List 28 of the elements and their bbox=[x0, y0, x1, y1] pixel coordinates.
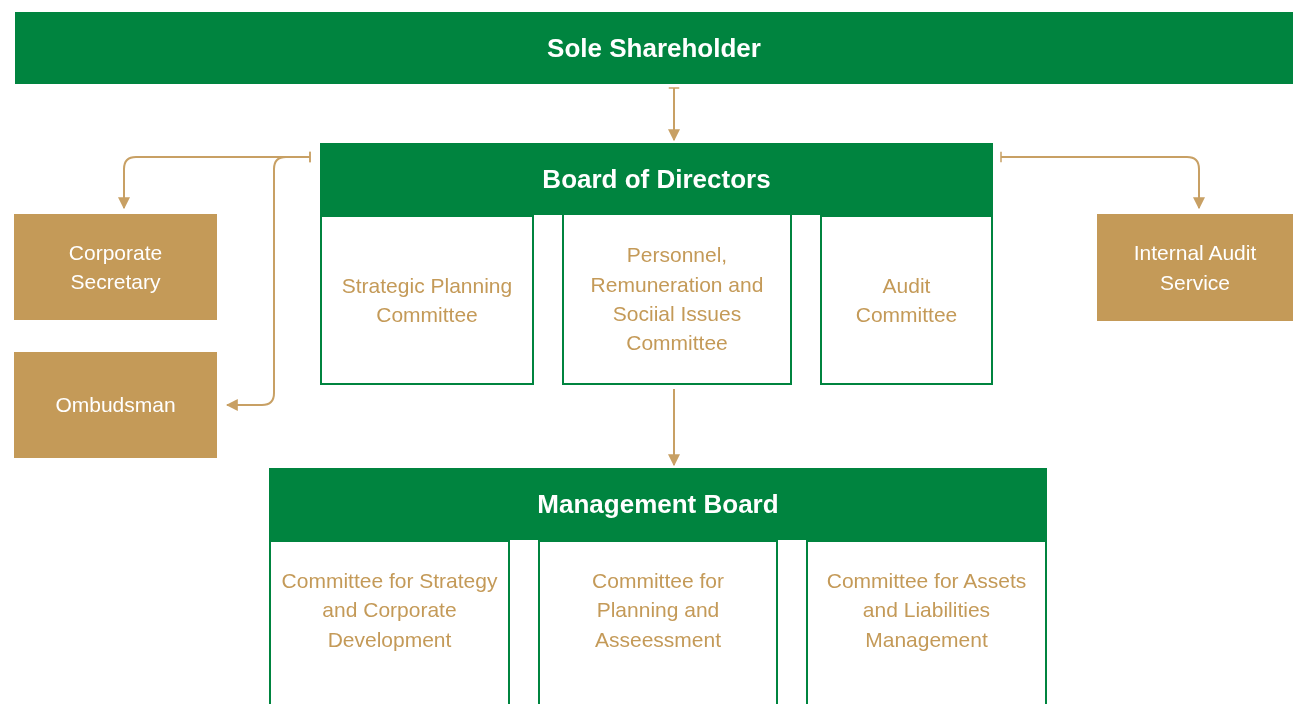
node-label: Committee for Planning and Asseessment bbox=[591, 568, 725, 653]
arrow bbox=[668, 388, 680, 467]
committee-box bbox=[320, 215, 534, 385]
unit-box bbox=[14, 214, 217, 320]
committee-box bbox=[806, 540, 1047, 704]
committee-box bbox=[538, 540, 778, 704]
node-label: Board of Directors bbox=[542, 162, 771, 196]
node-label: Internal Audit Service bbox=[1132, 240, 1258, 296]
header-bar bbox=[320, 143, 993, 215]
node-label: Ombudsman bbox=[55, 392, 176, 419]
arrow bbox=[668, 87, 680, 142]
node-label: Sole Shareholder bbox=[547, 31, 761, 65]
arrow bbox=[225, 151, 311, 411]
committee-box bbox=[820, 215, 993, 385]
committee-box bbox=[269, 540, 510, 704]
unit-box bbox=[1097, 214, 1293, 321]
node-label: Corporate Secretary bbox=[67, 239, 164, 295]
node-label: Management Board bbox=[537, 487, 779, 521]
header-bar bbox=[269, 468, 1047, 540]
node-label: Personnel, Remuneration and Sociial Issues Committee bbox=[589, 242, 765, 357]
arrow bbox=[1000, 151, 1205, 210]
unit-box bbox=[14, 352, 217, 458]
node-label: Audit Committee bbox=[854, 272, 959, 328]
node-label: Strategic Planning Committee bbox=[340, 272, 514, 328]
header-bar bbox=[15, 12, 1293, 84]
committee-box bbox=[562, 213, 792, 385]
node-label: Committee for Strategy and Corporate Development bbox=[281, 568, 498, 653]
node-label: Committee for Assets and Liabilities Management bbox=[825, 568, 1028, 653]
